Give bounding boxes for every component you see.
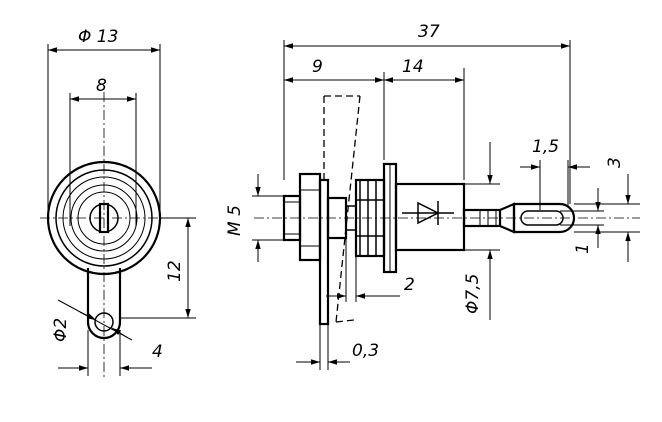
lead-wire bbox=[462, 208, 502, 228]
dim-tab-width: 4 bbox=[152, 342, 163, 362]
diode-symbol bbox=[402, 201, 454, 225]
dim-flange-offset: 9 bbox=[312, 57, 323, 77]
dim-thread: M 5 bbox=[225, 205, 245, 236]
dim-hole-diameter: Φ2 bbox=[51, 318, 71, 342]
dim-body-length: 14 bbox=[402, 57, 424, 77]
terminal-slot bbox=[520, 210, 564, 226]
dim-outer-diameter: Φ 13 bbox=[78, 27, 118, 47]
dim-terminal-slot: 1 bbox=[573, 243, 593, 254]
front-view: Φ 13 8 12 Φ2 4 bbox=[40, 27, 196, 380]
dim-overall-length: 37 bbox=[418, 22, 440, 42]
mounting-hole bbox=[94, 312, 114, 332]
plate-outline bbox=[335, 319, 355, 323]
hole-arrow-in bbox=[79, 311, 97, 321]
plate-outline bbox=[335, 95, 361, 323]
dim-inner-width: 8 bbox=[96, 76, 107, 96]
diode-triangle bbox=[417, 201, 440, 225]
side-view: 37 9 14 1,5 3 1 M 5 2 bbox=[225, 22, 640, 370]
dim-terminal-height: 3 bbox=[605, 157, 625, 168]
terminal-lug bbox=[512, 202, 576, 234]
dim-plate-thickness: 0,3 bbox=[352, 341, 379, 361]
dim-tab-height: 12 bbox=[165, 260, 185, 282]
mounting-tab bbox=[86, 268, 122, 340]
dim-body-diameter: Φ7,5 bbox=[463, 274, 483, 314]
hex-nut bbox=[298, 172, 322, 262]
dim-lead-diameter: 1,5 bbox=[532, 137, 559, 157]
mounting-plate bbox=[318, 178, 330, 326]
dim-nut-gap: 2 bbox=[404, 275, 415, 295]
